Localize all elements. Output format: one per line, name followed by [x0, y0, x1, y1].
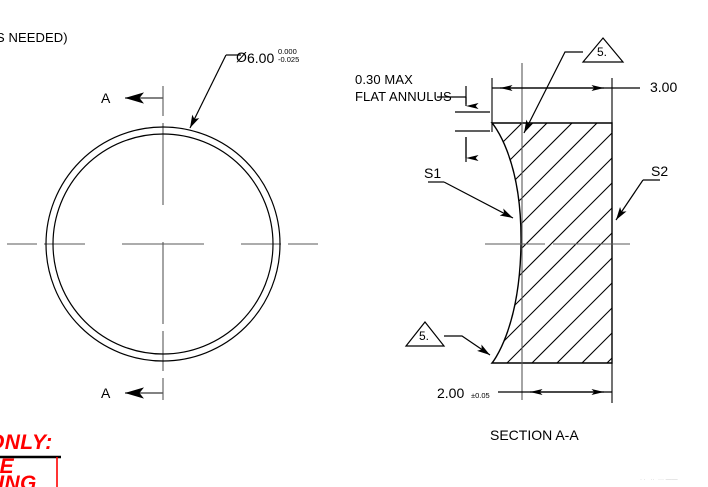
surface-label-s1: S1: [424, 165, 442, 181]
footer-faint-marks: · · ·· ··· ——: [640, 477, 678, 483]
section-arrow-label-bottom: A: [101, 385, 111, 401]
surface-label-s2: S2: [651, 163, 669, 179]
flag-note-top: [523, 37, 625, 134]
s1-leader: [428, 181, 514, 219]
front-view-geometry: [7, 86, 318, 400]
diameter-tolerance: 0.000 -0.025: [278, 48, 299, 64]
diameter-leader: [189, 54, 241, 129]
s2-leader: [615, 179, 660, 221]
section-view-geometry: [404, 37, 660, 403]
outer-circle: [45, 126, 281, 362]
tolerance-upper: 0.000: [278, 47, 297, 56]
top-left-note: S NEEDED): [0, 30, 68, 45]
width-extension-lines: [491, 78, 613, 132]
flat-annulus-note-line1: 0.30 MAX: [355, 72, 413, 87]
inner-circle: [52, 133, 274, 355]
thickness-dimension-text: 2.00: [437, 385, 465, 401]
flag-note-bottom: [404, 321, 491, 356]
thickness-tolerance-text: ±0.05: [471, 391, 490, 400]
tolerance-lower: -0.025: [278, 54, 300, 64]
section-outline: [490, 122, 613, 364]
flag-note-top-text: 5.: [597, 45, 608, 59]
width-dimension-text: 3.00: [650, 79, 678, 95]
flat-annulus-leader: [437, 96, 467, 104]
diameter-symbol: Ø: [236, 49, 247, 65]
stamp-line-1: ONLY:: [0, 431, 53, 454]
flat-annulus-dimension: [455, 86, 490, 162]
section-arrow-label-top: A: [101, 90, 111, 106]
stamp-line-2: RE: [0, 455, 14, 478]
stamp-line-3: WING: [0, 472, 37, 487]
diameter-value: 6.00: [247, 50, 275, 66]
flat-annulus-note-line2: FLAT ANNULUS: [355, 89, 452, 104]
section-title: SECTION A-A: [490, 427, 579, 443]
flag-note-bottom-text: 5.: [419, 329, 430, 343]
